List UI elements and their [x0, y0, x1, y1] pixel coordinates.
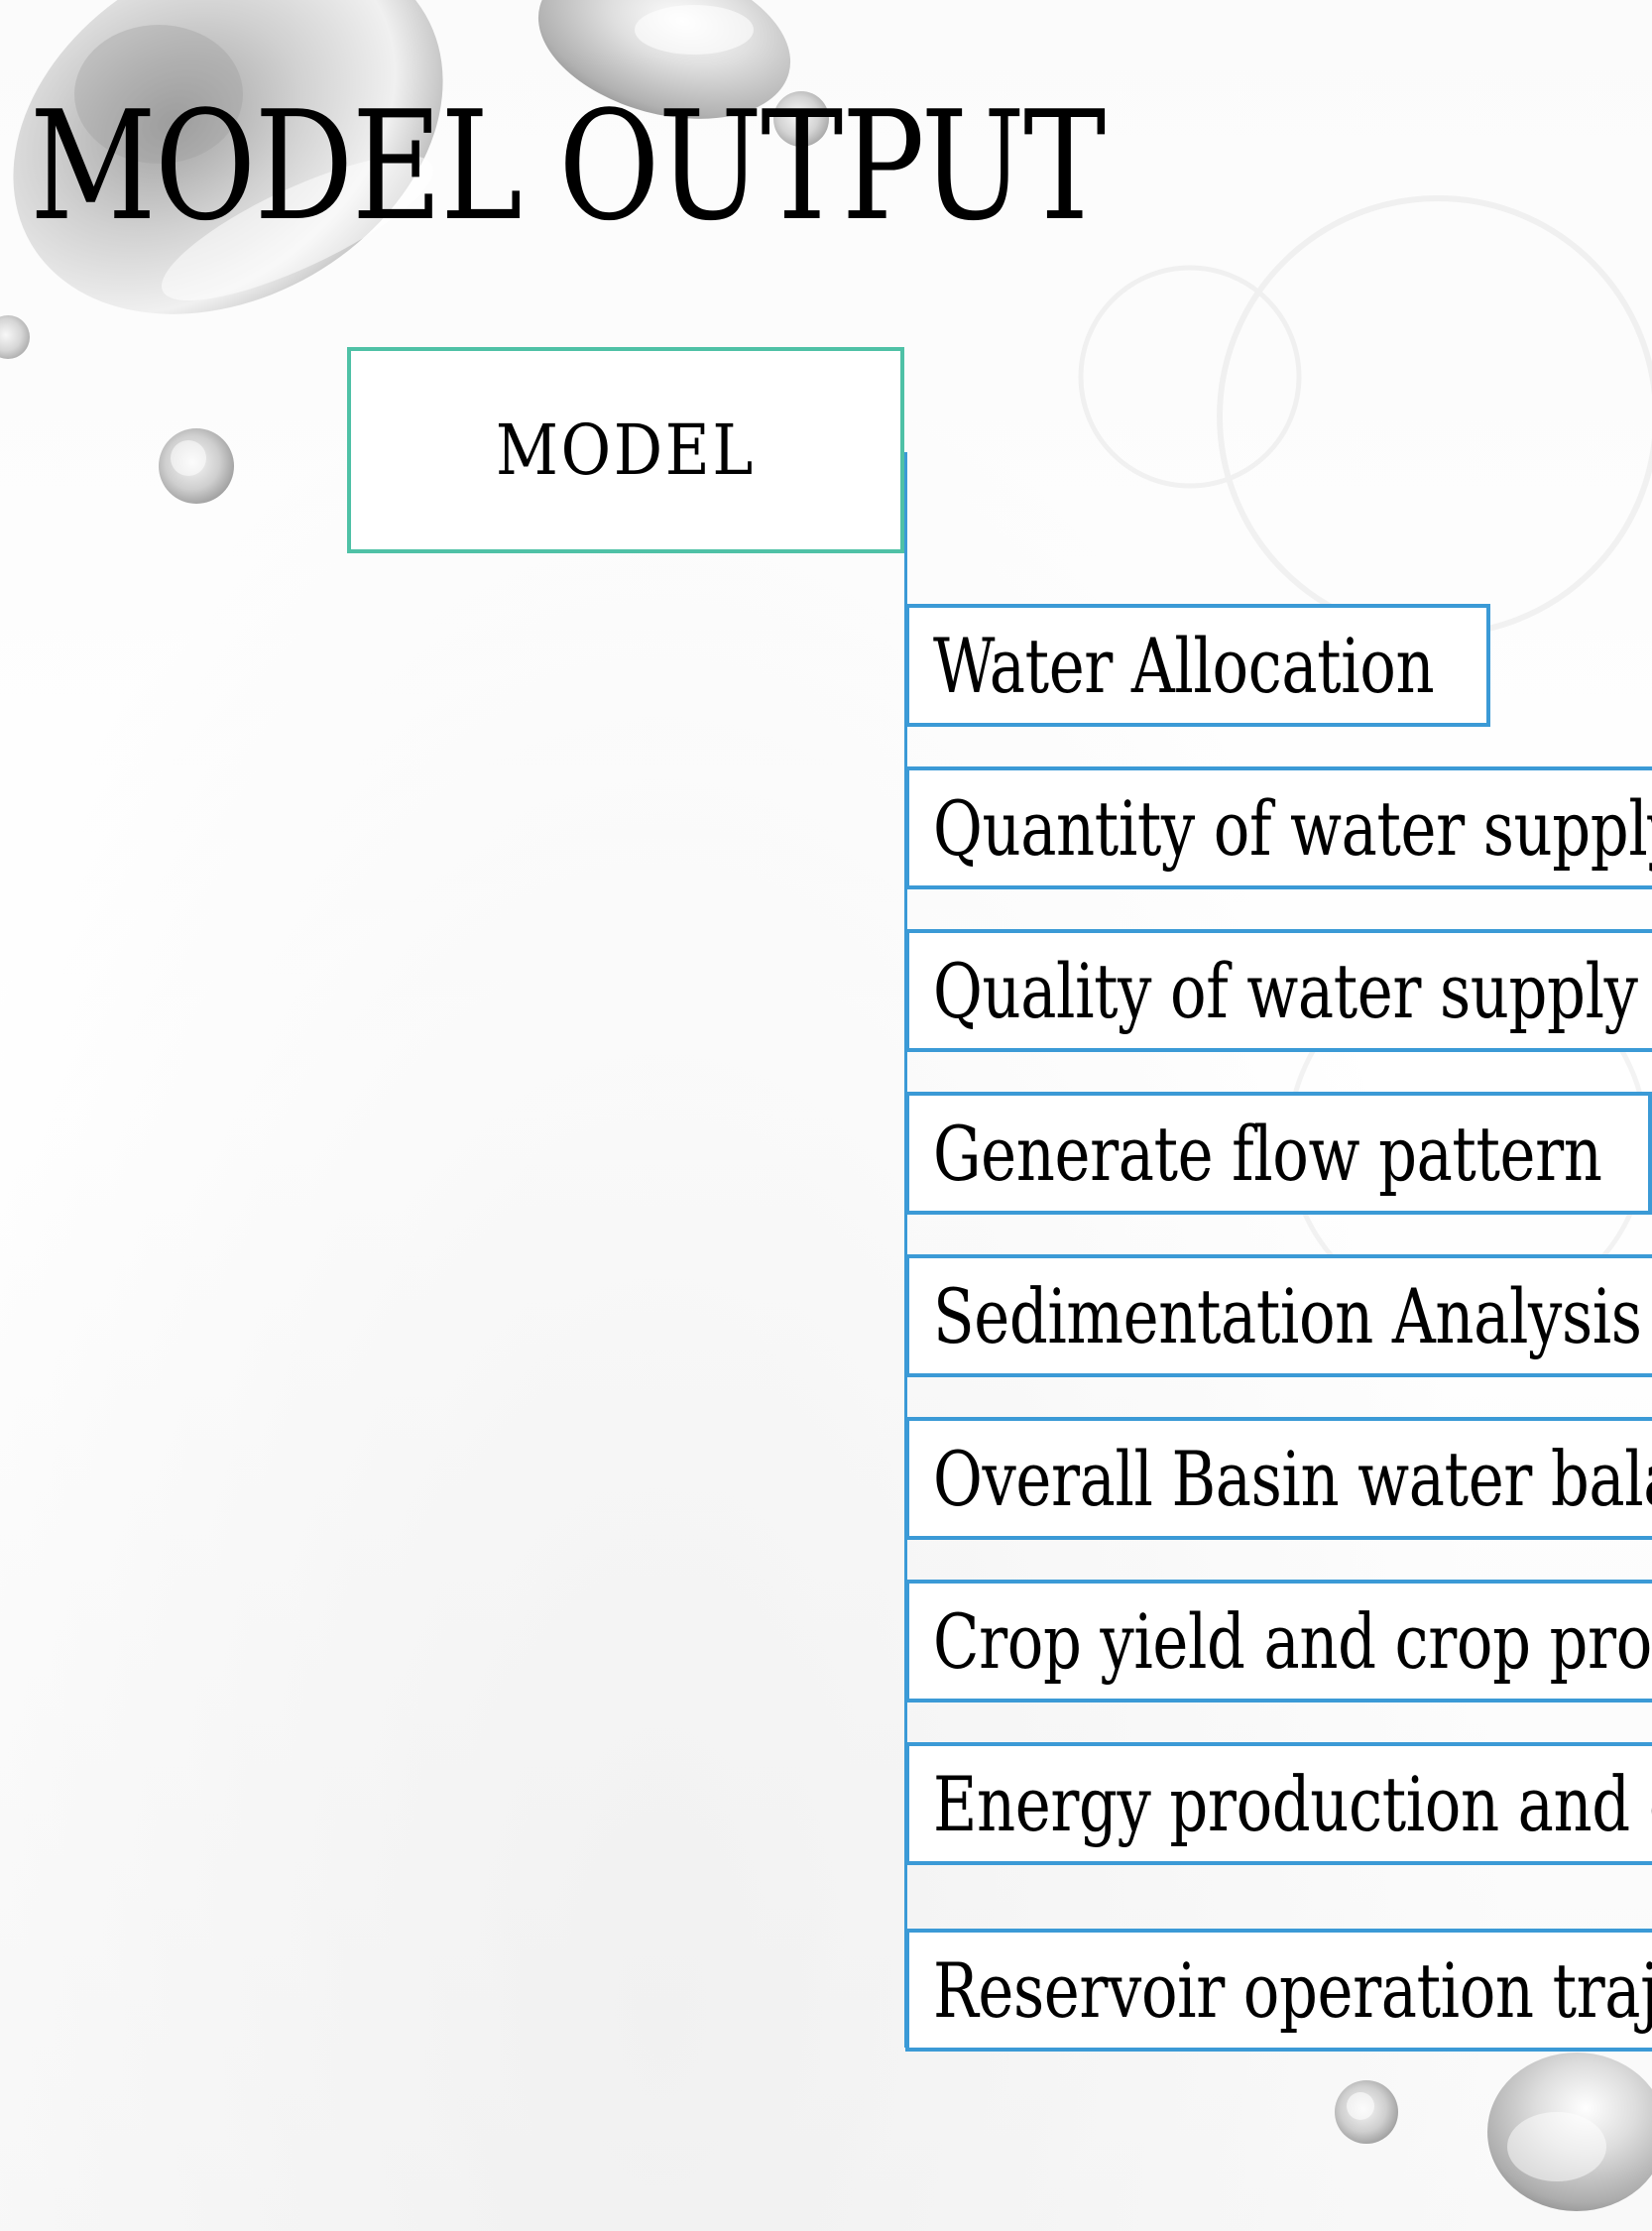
large-drop-top-left: [13, 0, 443, 314]
output-node-label: Reservoir operation trajectory: [933, 1945, 1652, 2035]
output-node-reservoir-operation-trajectory: Reservoir operation trajectory: [905, 1929, 1652, 2052]
output-node-crop-yield-and-crop-production: Crop yield and crop production: [905, 1580, 1652, 1703]
slide-title: MODEL OUTPUT: [30, 78, 1106, 254]
output-node-water-allocation: Water Allocation: [905, 604, 1490, 727]
model-root-label: MODEL: [495, 410, 757, 491]
output-node-label: Crop yield and crop production: [933, 1596, 1652, 1686]
output-node-label: Quantity of water supply: [933, 783, 1652, 873]
output-node-label: Energy production and consumption: [933, 1759, 1652, 1848]
output-node-quality-of-water-supply: Quality of water supply: [905, 929, 1652, 1052]
output-node-sedimentation-analysis: Sedimentation Analysis: [905, 1254, 1652, 1377]
hierarchy-connector-line: [904, 452, 907, 2048]
output-node-label: Generate flow pattern: [933, 1109, 1602, 1198]
output-node-label: Quality of water supply: [933, 946, 1638, 1035]
drop-top-center: [537, 0, 791, 119]
drop-bottom-right: [1335, 2053, 1652, 2211]
output-node-label: Water Allocation: [933, 621, 1435, 710]
output-node-generate-flow-pattern: Generate flow pattern: [905, 1092, 1652, 1215]
model-root-node: MODEL: [347, 347, 904, 553]
output-node-quantity-of-water-supply: Quantity of water supply: [905, 766, 1652, 889]
output-node-energy-production-and-consumption: Energy production and consumption: [905, 1742, 1652, 1865]
small-drop-near-title: [773, 91, 829, 147]
tiny-drop-left-edge: [0, 315, 30, 359]
output-node-label: Overall Basin water balance: [933, 1434, 1652, 1523]
output-node-label: Sedimentation Analysis: [933, 1271, 1642, 1360]
small-drop-left: [159, 428, 234, 504]
output-node-overall-basin-water-balance: Overall Basin water balance: [905, 1417, 1652, 1540]
